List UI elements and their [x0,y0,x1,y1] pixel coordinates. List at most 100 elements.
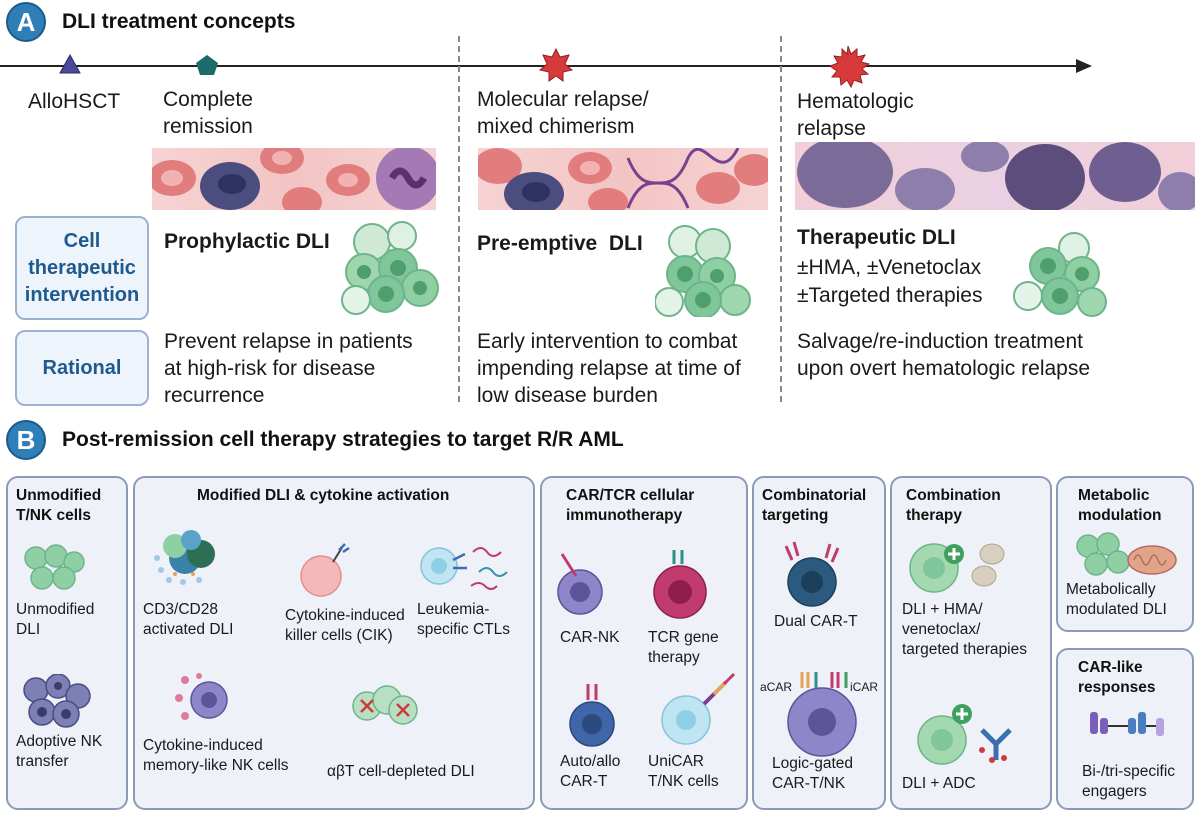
acar-label: aCAR [760,680,793,694]
activated-t-cell-icon [154,530,215,585]
tcr-label-2: therapy [648,649,700,666]
unicar-label-1: UniCAR [648,753,704,770]
depleted-cell-icon [352,685,418,725]
triangle-marker-icon [59,53,81,74]
auto-allo-label-2: CAR-T [560,773,608,790]
intervention-label-line-3: intervention [24,283,140,306]
t-cell-cluster-icon [341,221,439,315]
metabolic-label-1: Metabolically [1066,581,1156,598]
tcr-label-1: TCR gene [648,629,719,646]
panel-modified-title: Modified DLI & cytokine activation [197,487,450,504]
metabolic-label-2: modulated DLI [1066,601,1167,618]
timeline-arrow [0,45,1092,89]
nk-cell-cluster-icon [23,674,91,728]
abt-label: αβT cell-depleted DLI [327,763,475,780]
unmodified-dli-label-2: DLI [16,621,41,638]
panel-carlike-title-2: responses [1078,679,1156,696]
icar-label: iCAR [850,680,879,694]
col3-heading: Therapeutic DLI [797,226,956,249]
engager-icon [1090,712,1164,736]
column-divider [780,36,782,402]
panel-modified: Modified DLI & cytokine activation CD3/C… [133,476,535,810]
cik-label-2: killer cells (CIK) [285,627,393,644]
timeline-stage3-label-1: Hematologic [797,90,914,113]
cimlnk-label-2: memory-like NK cells [143,757,289,774]
combination-label-3: targeted therapies [902,641,1027,658]
ctl-label-2: specific CTLs [417,621,511,638]
intervention-label-line-1: Cell [63,229,101,252]
dli-plus-drug-icon [909,543,1005,593]
panel-combination-title-1: Combination [906,487,1001,504]
timeline-stage3-label-2: relapse [797,117,866,140]
col2-rationale-3: low disease burden [477,384,658,407]
col2-rationale-1: Early intervention to combat [477,330,738,353]
panel-metabolic-title-2: modulation [1078,507,1162,524]
cd3-label-1: CD3/CD28 [143,601,218,618]
section-b-title: Post-remission cell therapy strategies t… [62,428,624,451]
col2-rationale-2: impending relapse at time of [477,357,741,380]
blood-smear-icon [795,142,1195,210]
panel-metabolic: Metabolic modulation Metabolically modul… [1056,476,1194,632]
dli-plus-adc-icon [917,704,1012,765]
logic-gated-label-2: CAR-T/NK [772,775,846,792]
col3-extra-1: ±HMA, ±Venetoclax [797,256,982,279]
carlike-label-2: engagers [1082,783,1147,800]
panel-car-tcr: CAR/TCR cellular immunotherapy CAR-NK TC… [540,476,748,810]
auto-allo-label-1: Auto/allo [560,753,621,770]
panel-combinatorial-title-1: Combinatorial [762,487,867,504]
logic-gated-label-1: Logic-gated [772,755,854,772]
cik-cell-icon [300,543,350,597]
car-nk-icon [557,553,603,615]
panel-combination-title-2: therapy [906,507,962,524]
panel-unmodified-title-1: Unmodified [16,487,102,504]
timeline-start-label: AlloHSCT [28,90,121,113]
panel-carlike: CAR-like responses Bi-/tri-specific enga… [1056,648,1194,810]
blood-smear-icon [478,148,768,210]
panel-car-tcr-title-2: immunotherapy [566,507,683,524]
rationale-row-label: Rational [15,330,149,406]
t-cell-cluster-icon [655,225,751,317]
panel-carlike-title-1: CAR-like [1078,659,1143,676]
adoptive-nk-label-2: transfer [16,753,69,770]
pentagon-marker-icon [196,55,218,75]
ctl-cell-icon [420,547,508,590]
logic-gated-icon [787,672,857,757]
panel-metabolic-title-1: Metabolic [1078,487,1150,504]
panel-combinatorial-title-2: targeting [762,507,829,524]
intervention-row-label: Cell therapeutic intervention [15,216,149,320]
col3-rationale-1: Salvage/re-induction treatment [797,330,1083,353]
mitochondria-icon [1076,532,1177,576]
t-cell-cluster-icon [24,544,85,590]
col3-extra-2: ±Targeted therapies [797,284,983,307]
intervention-label-line-2: therapeutic [28,256,136,279]
col2-heading: Pre-emptive DLI [477,232,643,255]
dna-icon [626,148,740,209]
col1-heading: Prophylactic DLI [164,230,330,253]
car-t-icon [569,684,615,747]
timeline-stage1-label-1: Complete [163,88,253,111]
panel-car-tcr-title-1: CAR/TCR cellular [566,487,695,504]
carlike-label-1: Bi-/tri-specific [1082,763,1176,780]
adoptive-nk-label-1: Adoptive NK [16,733,103,750]
section-a-badge: A [6,2,46,42]
dual-car-t-icon [784,541,840,607]
car-nk-label: CAR-NK [560,629,620,646]
tcr-cell-icon [653,550,707,619]
column-divider [458,36,460,402]
col1-rationale-3: recurrence [164,384,265,407]
nk-memory-cell-icon [175,673,228,720]
col1-rationale-1: Prevent relapse in patients [164,330,413,353]
unicar-label-2: T/NK cells [648,773,719,790]
ctl-label-1: Leukemia- [417,601,490,618]
star-marker-icon [538,47,574,82]
dual-car-t-label: Dual CAR-T [774,613,858,630]
cd3-label-2: activated DLI [143,621,234,638]
panel-combinatorial: Combinatorial targeting Dual CAR-T aCAR … [752,476,886,810]
timeline-stage2-label-2: mixed chimerism [477,115,635,138]
unicar-icon [661,672,736,745]
unmodified-dli-label-1: Unmodified [16,601,95,618]
dli-adc-label: DLI + ADC [902,775,976,792]
timeline-stage2-label-1: Molecular relapse/ [477,88,649,111]
combination-label-1: DLI + HMA/ [902,601,983,618]
col3-rationale-2: upon overt hematologic relapse [797,357,1091,380]
